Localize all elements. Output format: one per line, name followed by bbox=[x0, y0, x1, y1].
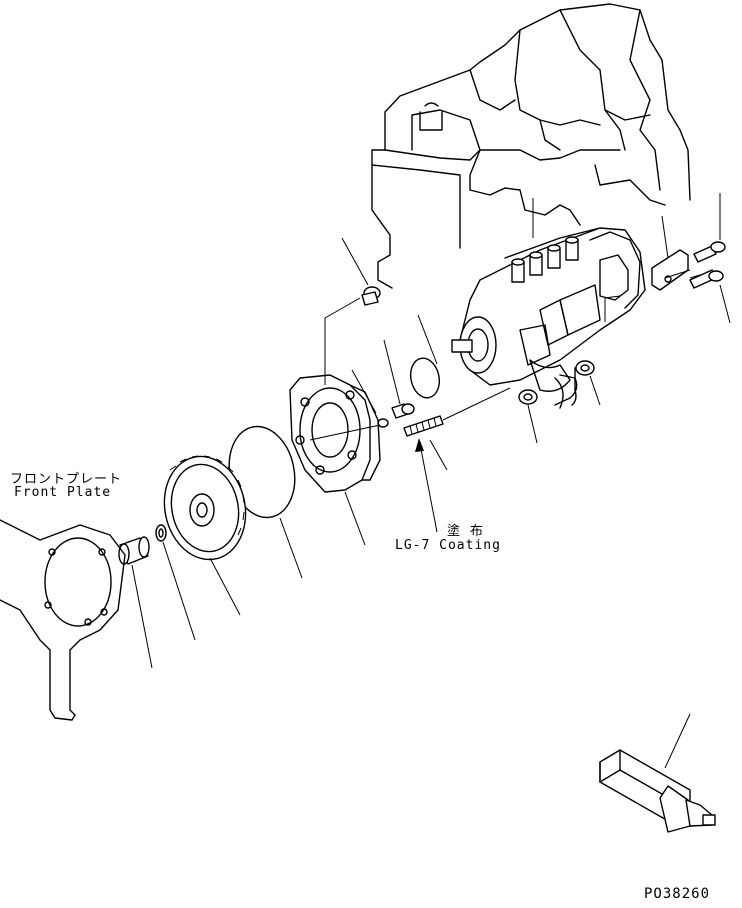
front-plate bbox=[0, 519, 126, 721]
leader-lines bbox=[131, 193, 731, 769]
bushing bbox=[118, 536, 150, 565]
coating-label-jp: 塗 布 bbox=[447, 524, 484, 539]
pump-flange-housing bbox=[289, 374, 381, 493]
center-lines bbox=[309, 269, 701, 441]
engine-block bbox=[371, 3, 691, 289]
nuts bbox=[518, 360, 595, 405]
drive-gear bbox=[163, 455, 247, 561]
front-plate-label-jp: フロントプレート bbox=[10, 472, 123, 487]
small-o-ring bbox=[409, 357, 441, 399]
stud-bolt bbox=[403, 415, 444, 437]
bracket-and-bolts bbox=[651, 241, 726, 291]
coating-arrow bbox=[415, 438, 438, 533]
front-plate-label-en: Front Plate bbox=[14, 485, 112, 500]
mounting-bolt bbox=[361, 286, 415, 428]
coating-label-en: LG-7 Coating bbox=[395, 538, 501, 553]
drawing-number: PO38260 bbox=[644, 886, 711, 902]
washer bbox=[155, 524, 167, 542]
tool bbox=[599, 749, 716, 833]
injection-pump bbox=[451, 227, 646, 409]
